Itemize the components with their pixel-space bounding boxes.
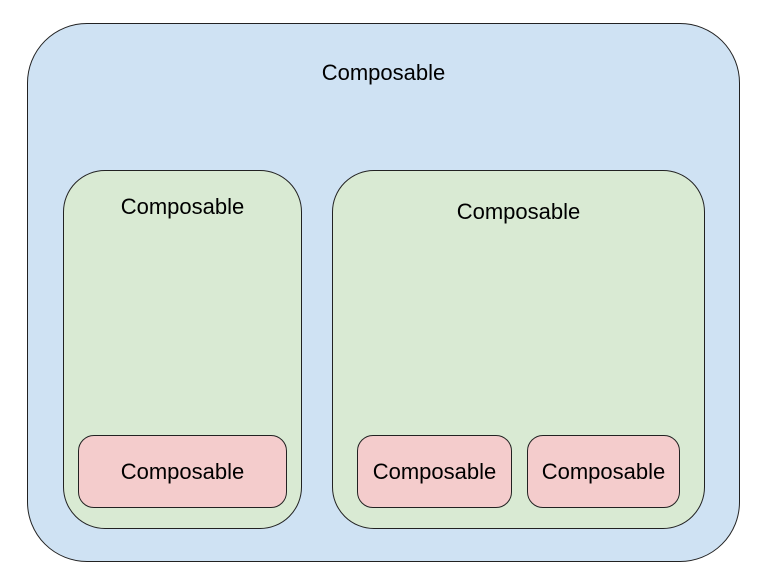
composable-group-left-box: Composable Composable [63, 170, 302, 529]
composable-root-label: Composable [321, 60, 446, 85]
composable-leaf-box: Composable [527, 435, 680, 508]
composable-leaf-box: Composable [357, 435, 512, 508]
composable-leaf-box: Composable [78, 435, 287, 508]
composable-group-left-label: Composable [120, 194, 245, 219]
composable-leaf-label: Composable [372, 458, 497, 484]
composable-leaf-label: Composable [120, 458, 245, 484]
composable-group-right-box: Composable Composable Composable [332, 170, 705, 529]
composable-leaf-label: Composable [541, 458, 666, 484]
composable-root-box: Composable Composable Composable Composa… [27, 23, 740, 562]
composable-group-right-label: Composable [456, 199, 581, 224]
